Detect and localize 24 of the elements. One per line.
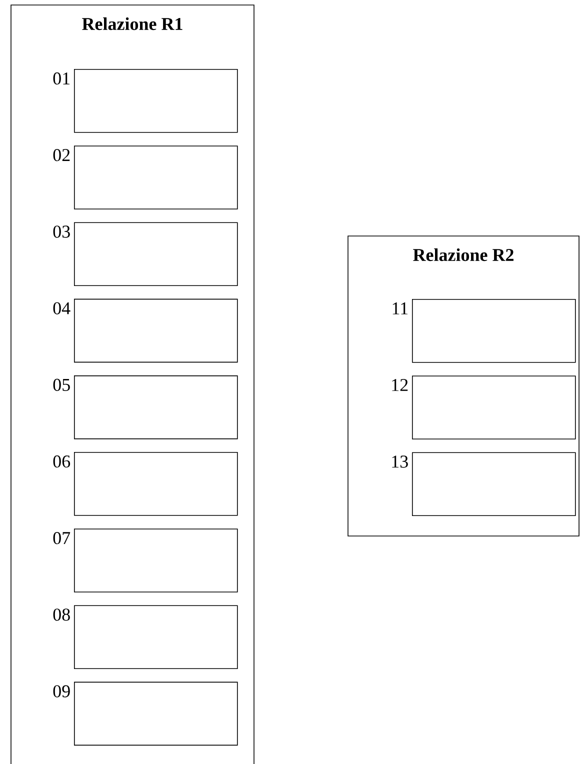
row-number: 09 — [53, 685, 70, 698]
attribute-box — [74, 298, 238, 363]
attribute-box — [412, 452, 576, 516]
row-number: 02 — [53, 149, 70, 162]
attribute-box — [74, 528, 238, 592]
row-number: 03 — [53, 226, 70, 238]
attribute-box — [74, 375, 238, 440]
row-number: 07 — [53, 532, 70, 544]
attribute-box — [74, 146, 238, 210]
row-number: 01 — [53, 72, 70, 85]
attribute-box — [412, 299, 576, 363]
attribute-box — [412, 376, 576, 440]
row-number: 11 — [392, 302, 408, 314]
attribute-box — [74, 222, 238, 286]
attribute-box — [74, 69, 238, 133]
row-number: 04 — [53, 302, 70, 314]
row-number: 13 — [392, 456, 408, 468]
row-number: 12 — [392, 379, 408, 391]
row-number: 05 — [53, 378, 70, 391]
attribute-box — [74, 452, 238, 516]
attribute-box — [74, 682, 238, 746]
row-number: 06 — [53, 455, 70, 468]
row-number: 08 — [53, 608, 70, 621]
attribute-box — [74, 605, 238, 669]
